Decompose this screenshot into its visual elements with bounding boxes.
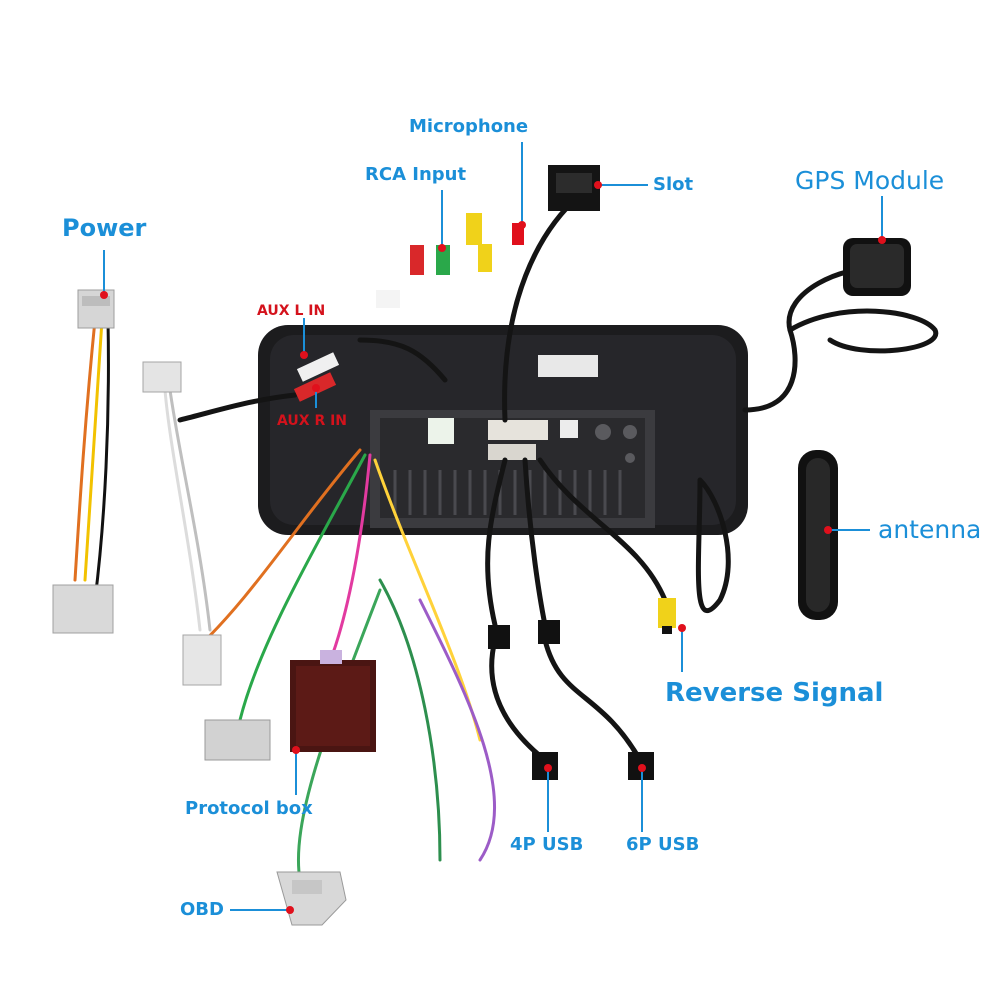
label-6p-usb: 6P USB xyxy=(626,834,700,855)
label-obd: OBD xyxy=(180,899,224,920)
rca-input-plugs xyxy=(376,213,492,308)
label-reverse-signal: Reverse Signal xyxy=(665,678,884,708)
obd-connector xyxy=(276,871,347,926)
label-rca-input: RCA Input xyxy=(365,164,467,185)
antenna-unit xyxy=(798,450,838,620)
usb-4p-plug xyxy=(488,625,510,649)
label-microphone: Microphone xyxy=(409,116,529,137)
label-slot: Slot xyxy=(653,174,694,195)
head-unit xyxy=(258,325,748,535)
vehicle-connector-c xyxy=(204,719,271,761)
gps-module-unit xyxy=(843,238,911,296)
label-aux-l-in: AUX L IN xyxy=(257,303,326,319)
label-gps-module: GPS Module xyxy=(795,166,945,195)
red-markers xyxy=(100,181,886,914)
speaker-connector xyxy=(142,361,182,393)
vehicle-connector-a xyxy=(52,584,114,634)
protocol-box-unit xyxy=(290,650,376,752)
label-4p-usb: 4P USB xyxy=(510,834,584,855)
label-protocol-box: Protocol box xyxy=(185,798,313,819)
label-aux-r-in: AUX R IN xyxy=(277,413,348,429)
leader-lines xyxy=(103,142,883,911)
power-connector xyxy=(77,289,115,329)
reverse-signal-plug xyxy=(658,598,676,634)
usb-6p-plug xyxy=(538,620,560,644)
harness-wires xyxy=(73,318,496,882)
slot-unit xyxy=(548,165,600,211)
vehicle-connector-b xyxy=(182,634,222,686)
label-antenna: antenna xyxy=(878,515,982,544)
label-power: Power xyxy=(62,214,147,242)
